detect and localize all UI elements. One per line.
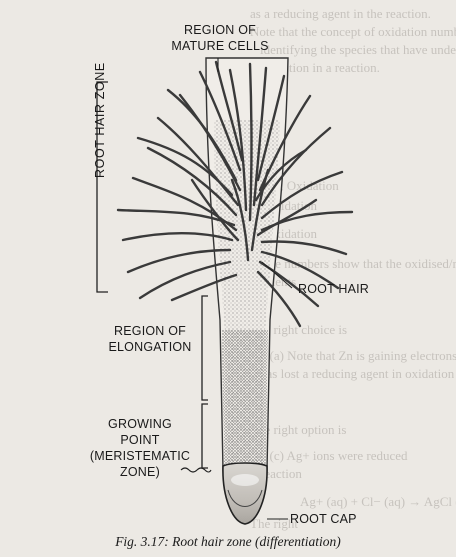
growing-point-label-line: (MERISTEMATIC: [80, 448, 200, 464]
growing-point-label-line: ZONE): [80, 464, 200, 480]
mature-cells-label-line: REGION OF: [160, 22, 280, 38]
zone-brackets: [97, 82, 208, 468]
root-cap-label: ROOT CAP: [290, 511, 357, 527]
figure-caption: Fig. 3.17: Root hair zone (differentiati…: [0, 534, 456, 550]
growing-point-label-line: GROWING: [80, 416, 200, 432]
growing-point-bracket: [202, 404, 208, 468]
growing-point-label-line: POINT: [80, 432, 200, 448]
mature-cells-label: REGION OF MATURE CELLS: [160, 22, 280, 54]
elongation-label-line: ELONGATION: [96, 339, 204, 355]
root-hair-zone-label: ROOT HAIR ZONE: [93, 62, 107, 178]
growing-point-label: GROWING POINT (MERISTEMATIC ZONE): [80, 416, 200, 480]
root-hair-label: ROOT HAIR: [298, 281, 369, 297]
mature-cells-label-line: MATURE CELLS: [160, 38, 280, 54]
elongation-label-line: REGION OF: [96, 323, 204, 339]
elongation-label: REGION OF ELONGATION: [96, 323, 204, 355]
root-tip: [223, 463, 267, 524]
